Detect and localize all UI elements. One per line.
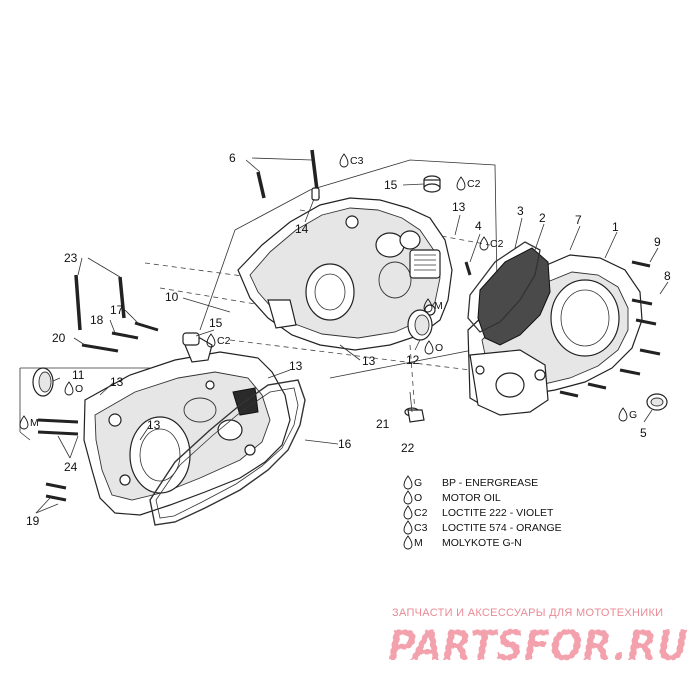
legend-row-o: O MOTOR OIL	[403, 490, 501, 505]
callout-13-left: 13	[110, 375, 124, 389]
tag-m-center: M	[434, 300, 443, 312]
callout-22: 22	[401, 441, 415, 455]
tag-c2-top: C2	[467, 178, 481, 190]
crankcase-gasket	[149, 379, 306, 526]
legend-row-m: M MOLYKOTE G-N	[403, 535, 522, 550]
svg-text:C3: C3	[414, 522, 428, 534]
callout-20: 20	[52, 331, 66, 345]
callout-23: 23	[64, 251, 78, 265]
left-crankcase-half	[83, 337, 291, 516]
tag-m-left: M	[30, 417, 39, 429]
callout-4: 4	[475, 219, 482, 233]
lubricant-tags: C3 C2 C2 M O C2 O M	[19, 153, 637, 430]
callout-13-top: 13	[452, 200, 466, 214]
screws-17-18-20	[81, 321, 159, 353]
svg-text:LOCTITE 574 - ORANGE: LOCTITE 574 - ORANGE	[442, 522, 562, 534]
screw-4	[464, 261, 472, 276]
legend-row-c2: C2 LOCTITE 222 - VIOLET	[403, 505, 554, 520]
callout-16: 16	[338, 437, 352, 451]
callout-6: 6	[229, 151, 236, 165]
svg-text:M: M	[414, 537, 423, 549]
callout-10: 10	[165, 290, 179, 304]
callout-7: 7	[575, 213, 582, 227]
oil-seal-12	[407, 309, 433, 341]
studs-23	[74, 274, 126, 331]
oil-seal-left	[32, 367, 54, 397]
screws-19	[45, 482, 67, 502]
watermark-logo: PARTSFOR.RU	[388, 621, 688, 670]
tag-c3: C3	[350, 155, 364, 167]
svg-text:BP - ENERGREASE: BP - ENERGREASE	[442, 477, 538, 489]
callout-1: 1	[612, 220, 619, 234]
callout-13-right: 13	[289, 359, 303, 373]
cover-gasket-3	[467, 241, 541, 333]
svg-text:MOLYKOTE G-N: MOLYKOTE G-N	[442, 537, 522, 549]
svg-text:LOCTITE 222 - VIOLET: LOCTITE 222 - VIOLET	[442, 507, 554, 519]
callout-2: 2	[539, 211, 546, 225]
partsfor-watermark: ЗАПЧАСТИ И АКСЕССУАРЫ ДЛЯ МОТОТЕХНИКИ PA…	[387, 607, 689, 671]
callout-15-top: 15	[384, 178, 398, 192]
svg-text:C2: C2	[414, 507, 428, 519]
callout-5: 5	[640, 426, 647, 440]
callout-12: 12	[406, 353, 420, 367]
callout-17: 17	[110, 303, 124, 317]
callout-18: 18	[90, 313, 104, 327]
callout-13-center: 13	[362, 354, 376, 368]
callout-3: 3	[517, 204, 524, 218]
callout-labels: 6 23 10 17 18 20 14 15 13 4 3 2 7 1 9 8 …	[26, 151, 671, 528]
tag-g-right: G	[629, 409, 637, 421]
callout-11: 11	[72, 368, 85, 382]
watermark-tagline: ЗАПЧАСТИ И АКСЕССУАРЫ ДЛЯ МОТОТЕХНИКИ	[392, 607, 663, 619]
lubricant-legend: G BP - ENERGREASE O MOTOR OIL C2 LOCTITE…	[403, 475, 562, 550]
leader-lines	[35, 157, 669, 514]
callout-19: 19	[26, 514, 40, 528]
svg-text:O: O	[414, 492, 422, 504]
tag-o-left: O	[75, 383, 83, 395]
legend-row-g: G BP - ENERGREASE	[403, 475, 538, 490]
callout-14: 14	[295, 222, 309, 236]
inspection-cap-5	[646, 393, 668, 411]
tag-c2-right: C2	[490, 238, 504, 250]
dowel-pin-14	[311, 187, 320, 201]
legend-row-c3: C3 LOCTITE 574 - ORANGE	[403, 520, 562, 535]
tag-c2-left: C2	[217, 335, 231, 347]
svg-text:G: G	[414, 477, 422, 489]
tag-o-center: O	[435, 342, 443, 354]
plug-15-top	[423, 175, 441, 193]
center-crankcase-half	[237, 197, 453, 351]
callout-24: 24	[64, 460, 78, 474]
callout-13-lower: 13	[147, 418, 161, 432]
plug-15-left	[182, 332, 200, 346]
cover-screws	[559, 260, 661, 398]
callout-21: 21	[376, 417, 390, 431]
drain-plug-22	[407, 409, 425, 423]
svg-text:MOTOR OIL: MOTOR OIL	[442, 492, 501, 504]
dowel-pins-left	[37, 418, 79, 436]
watermark-logo-outline: PARTSFOR.RU	[388, 621, 688, 670]
callout-8: 8	[664, 269, 671, 283]
callout-15-left: 15	[209, 316, 223, 330]
callout-9: 9	[654, 235, 661, 249]
